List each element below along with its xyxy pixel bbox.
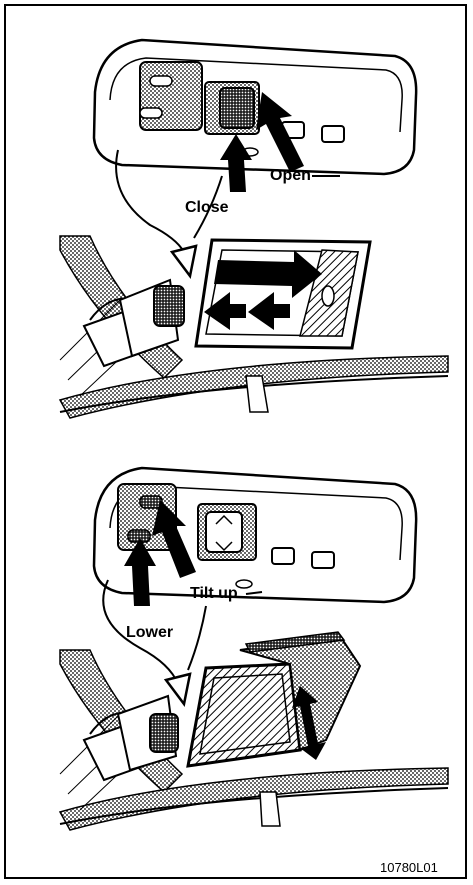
lower-label: Lower [126, 624, 173, 641]
bottom-car-interior [60, 632, 448, 830]
bottom-pointer-arrowhead [166, 674, 190, 704]
bottom-leader-curve-right [188, 606, 206, 670]
tilt-up-label: Tilt up [190, 585, 238, 602]
open-label: Open [270, 167, 311, 184]
figure-code: 10780L01 [380, 860, 438, 875]
top-console [94, 40, 416, 174]
pointer-arrowhead [172, 246, 196, 276]
